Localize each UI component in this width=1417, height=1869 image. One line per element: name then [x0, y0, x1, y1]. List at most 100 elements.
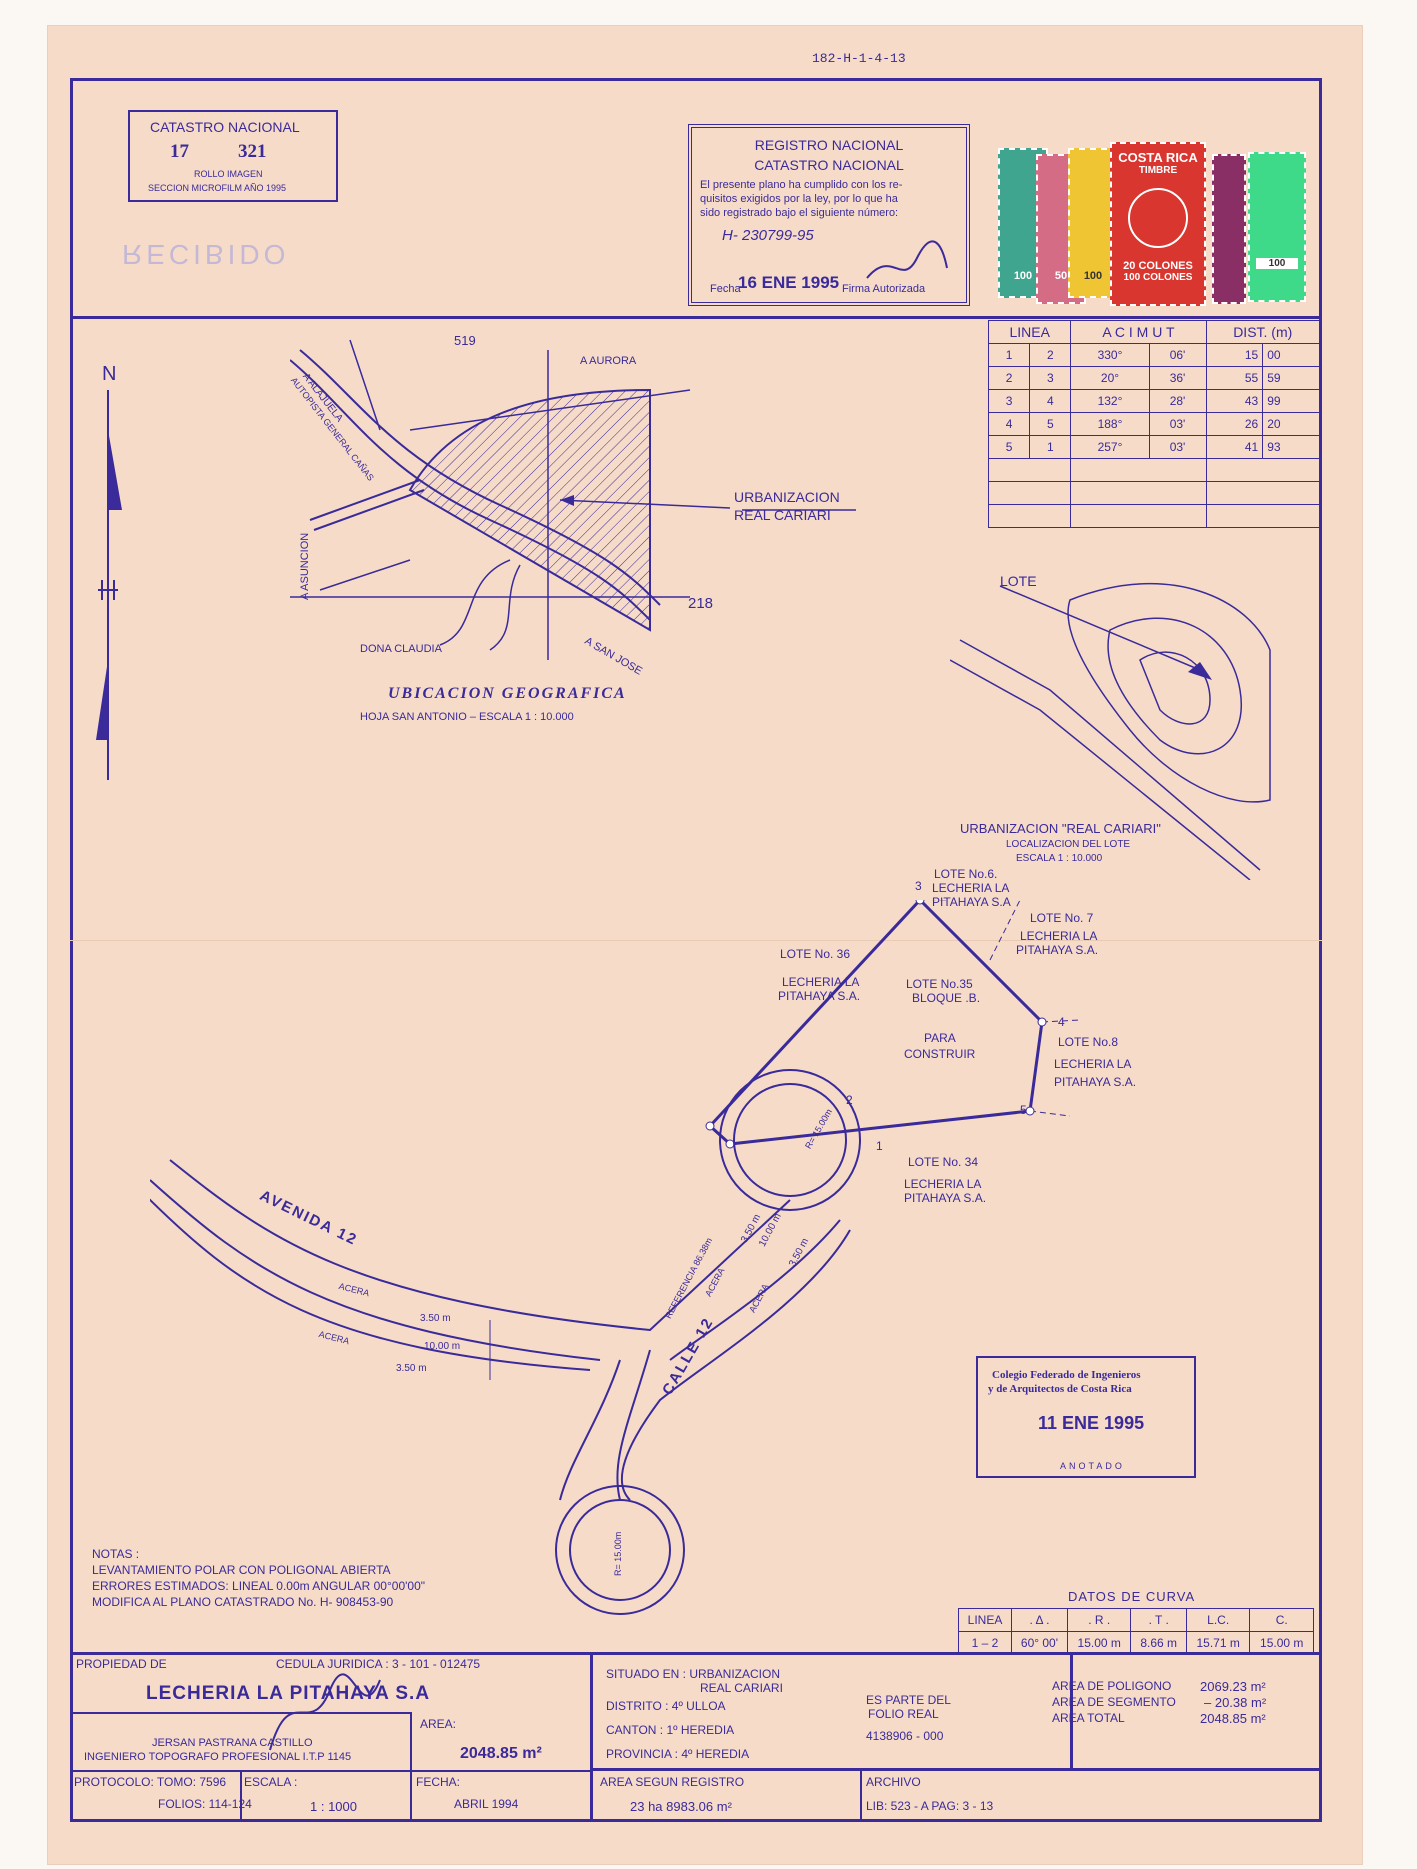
lote8-title: LOTE No.8 — [1058, 1035, 1119, 1049]
label-urb2: REAL CARIARI — [734, 507, 831, 523]
registro-fecha-label: Fecha — [710, 283, 741, 295]
table-row: 1 – 2 60° 00' 15.00 m 8.66 m 15.71 m 15.… — [958, 1631, 1314, 1655]
colegio-anotado: ANOTADO — [1060, 1461, 1125, 1471]
situado-line2: REAL CARIARI — [700, 1681, 783, 1695]
point-5: 5 — [1020, 1103, 1027, 1117]
protocolo: PROTOCOLO: TOMO: 7596 — [74, 1775, 227, 1789]
coord-right: 218 — [688, 595, 714, 612]
lote6-owner2: PITAHAYA S.A — [932, 895, 1011, 909]
lote35-block: BLOQUE .B. — [912, 991, 981, 1005]
timbre-6: 100 — [1248, 152, 1306, 302]
colegio-line1: Colegio Federado de Ingenieros — [992, 1369, 1141, 1381]
lote7-title: LOTE No. 7 — [1030, 911, 1094, 925]
colegio-line2: y de Arquitectos de Costa Rica — [988, 1383, 1132, 1395]
lote8-owner2: PITAHAYA S.A. — [1054, 1075, 1137, 1089]
title-block: PROPIEDAD DE CEDULA JURIDICA : 3 - 101 -… — [70, 1652, 1322, 1822]
area-total-label: AREA TOTAL — [1052, 1711, 1125, 1725]
lote-label: LOTE — [1000, 573, 1037, 589]
registro-text2: quisitos exigidos por la ley, por lo que… — [700, 193, 898, 205]
area-total-value: 2048.85 m² — [1200, 1711, 1266, 1726]
loc-line2: LOCALIZACION DEL LOTE — [1006, 839, 1131, 850]
es-parte-line2: FOLIO REAL — [868, 1707, 939, 1721]
registro-firma-label: Firma Autorizada — [842, 283, 926, 295]
point-2: 2 — [846, 1093, 853, 1107]
escala-value: 1 : 1000 — [310, 1799, 357, 1814]
catastro-line2: SECCION MICROFILM AÑO 1995 — [148, 183, 287, 193]
surveyor-signature — [269, 1673, 381, 1751]
ghost-received-stamp: RECIBIDO — [122, 239, 290, 270]
registro-text1: El presente plano ha cumplido con los re… — [700, 179, 903, 191]
provincia: PROVINCIA : 4º HEREDIA — [606, 1747, 750, 1761]
lote-localization-map — [950, 583, 1271, 880]
timbre-main: COSTA RICA TIMBRE 20 COLONES 100 COLONES — [1110, 142, 1206, 306]
catastro-title: CATASTRO NACIONAL — [150, 119, 300, 135]
curva-table: LINEA . Δ . . R . . T . L.C. C. 1 – 2 60… — [958, 1608, 1314, 1655]
surveyor-name: JERSAN PASTRANA CASTILLO — [152, 1737, 313, 1749]
titleblock-top-line — [70, 1652, 1322, 1655]
notas-line2: ERRORES ESTIMADOS: LINEAL 0.00m ANGULAR … — [92, 1579, 426, 1593]
reference-code: 182-H-1-4-13 — [812, 51, 906, 66]
area-registro-label: AREA SEGUN REGISTRO — [600, 1775, 745, 1789]
canton: CANTON : 1º HEREDIA — [606, 1723, 735, 1737]
surveyor-title: INGENIERO TOPOGRAFO PROFESIONAL I.T.P 11… — [84, 1751, 352, 1763]
lote7-owner1: LECHERIA LA — [1020, 929, 1098, 943]
lote34-owner1: LECHERIA LA — [904, 1177, 982, 1191]
folios: FOLIOS: 114-124 — [158, 1797, 252, 1811]
width-1000-a: 10.00 m — [424, 1341, 461, 1352]
lote36-owner2: PITAHAYA S.A. — [778, 989, 861, 1003]
timbre-5 — [1212, 154, 1246, 304]
distrito: DISTRITO : 4º ULLOA — [606, 1699, 726, 1713]
fecha-value: ABRIL 1994 — [454, 1797, 519, 1811]
situado-line1: SITUADO EN : URBANIZACION — [606, 1667, 781, 1681]
colegio-stamp: Colegio Federado de Ingenieros y de Arqu… — [976, 1356, 1196, 1478]
para-label: PARA — [924, 1031, 956, 1045]
cedula: CEDULA JURIDICA : 3 - 101 - 012475 — [276, 1657, 481, 1671]
ubicacion-map — [290, 339, 856, 660]
coord-top: 519 — [454, 333, 476, 348]
point-3: 3 — [915, 879, 922, 893]
area-segmento-value: – 20.38 m² — [1204, 1695, 1267, 1710]
label-urb1: URBANIZACION — [734, 489, 840, 505]
area-poligono-label: AREA DE POLIGONO — [1052, 1679, 1172, 1693]
catastro-line1: ROLLO IMAGEN — [194, 169, 263, 179]
catastro-box: CATASTRO NACIONAL 17 321 ROLLO IMAGEN SE… — [128, 110, 338, 202]
point-4: 4 — [1058, 1015, 1065, 1029]
parcel-plan — [150, 900, 1081, 1615]
curva-title: DATOS DE CURVA — [1068, 1589, 1196, 1604]
area-poligono-value: 2069.23 m² — [1200, 1679, 1266, 1694]
registro-signature — [866, 240, 948, 279]
notas-line1: LEVANTAMIENTO POLAR CON POLIGONAL ABIERT… — [92, 1563, 391, 1577]
lote7-owner2: PITAHAYA S.A. — [1016, 943, 1099, 957]
area-value: 2048.85 m² — [460, 1745, 542, 1762]
width-350-a: 3.50 m — [420, 1313, 451, 1324]
lines-header-acimut: A C I M U T — [1070, 320, 1207, 344]
lote6-title: LOTE No.6. — [934, 867, 998, 881]
ubicacion-subtitle: HOJA SAN ANTONIO – ESCALA 1 : 10.000 — [360, 711, 574, 723]
timbre-seal — [1128, 188, 1188, 248]
construir-label: CONSTRUIR — [904, 1047, 976, 1061]
north-label: N — [102, 363, 117, 385]
escala-label: ESCALA : — [244, 1775, 298, 1789]
fecha-label: FECHA: — [416, 1775, 461, 1789]
ubicacion-title: UBICACION GEOGRAFICA — [388, 685, 627, 702]
width-350-b: 3.50 m — [396, 1363, 427, 1374]
catastro-number-b: 321 — [238, 141, 267, 162]
propiedad-label: PROPIEDAD DE — [76, 1657, 167, 1671]
registro-stamp: REGISTRO NACIONAL CATASTRO NACIONAL El p… — [688, 124, 970, 306]
header-divider — [70, 316, 1322, 319]
lote34-owner2: PITAHAYA S.A. — [904, 1191, 987, 1205]
label-aurora: A AURORA — [580, 355, 637, 367]
es-parte-line1: ES PARTE DEL — [866, 1693, 951, 1707]
loc-line3: ESCALA 1 : 10.000 — [1016, 853, 1103, 864]
folio-real: 4138906 - 000 — [866, 1729, 944, 1743]
lote35-title: LOTE No.35 — [906, 977, 973, 991]
label-asuncion: A ASUNCION — [299, 532, 311, 600]
registro-title1: REGISTRO NACIONAL — [754, 137, 904, 153]
lote6-owner1: LECHERIA LA — [932, 881, 1010, 895]
timbres-group: 100 50 100 COSTA RICA TIMBRE 20 COLONES … — [998, 142, 1308, 308]
